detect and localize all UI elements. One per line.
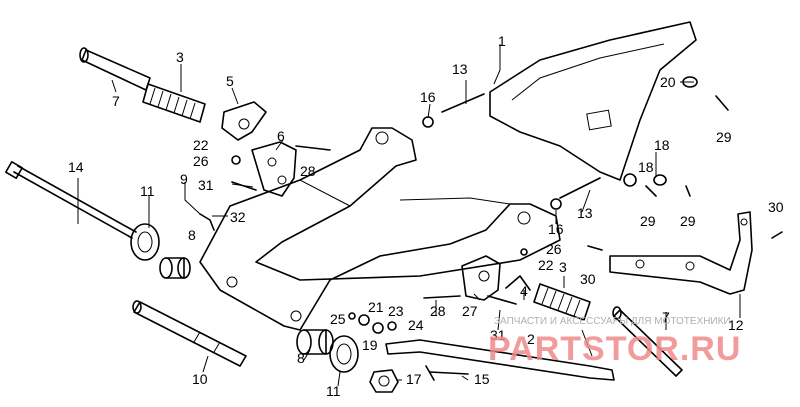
part-31-bolt-lower bbox=[487, 295, 517, 305]
label-22-upper: 22 bbox=[193, 137, 209, 153]
part-5-bracket bbox=[221, 101, 267, 141]
part-13-bolt-upper bbox=[441, 93, 485, 113]
label-7-upper: 7 bbox=[112, 93, 120, 109]
label-4: 4 bbox=[520, 283, 528, 299]
part-30-bolt-b bbox=[771, 231, 783, 239]
label-7-lower: 7 bbox=[662, 309, 670, 325]
part-6-footpeg-bracket bbox=[251, 141, 297, 197]
part-12-bracket bbox=[609, 211, 753, 295]
part-26-nut-lower bbox=[520, 248, 528, 256]
small-hardware-cluster bbox=[348, 312, 397, 334]
label-29-b: 29 bbox=[640, 213, 656, 229]
part-14-axle bbox=[5, 161, 137, 239]
part-9-swingarm bbox=[199, 127, 561, 331]
label-6: 6 bbox=[277, 128, 285, 144]
label-13-lower: 13 bbox=[577, 205, 593, 221]
part-29-bolt-b bbox=[645, 185, 657, 197]
label-30-right: 30 bbox=[768, 199, 784, 215]
watermark: ЗАПЧАСТИ И АКСЕССУАРЫ ДЛЯ МОТОТЕХНИКИ PA… bbox=[488, 316, 741, 368]
part-27-bracket bbox=[461, 255, 501, 301]
part-3-footpeg-lower bbox=[533, 283, 591, 321]
label-14: 14 bbox=[68, 159, 84, 175]
watermark-brand: PARTSTOR.RU bbox=[488, 330, 741, 368]
watermark-tagline: ЗАПЧАСТИ И АКСЕССУАРЫ ДЛЯ МОТОТЕХНИКИ bbox=[494, 316, 731, 327]
part-16-washer-lower bbox=[550, 198, 562, 210]
part-2-rod bbox=[385, 339, 615, 381]
label-18-upper: 18 bbox=[654, 137, 670, 153]
label-26-lower: 26 bbox=[546, 241, 562, 257]
label-24: 24 bbox=[408, 317, 424, 333]
label-28-lower: 28 bbox=[430, 303, 446, 319]
part-29-bolt-a bbox=[715, 95, 729, 111]
label-16-lower: 16 bbox=[548, 221, 564, 237]
label-15: 15 bbox=[474, 371, 490, 387]
label-18-lower: 18 bbox=[638, 159, 654, 175]
part-11-seal-upper bbox=[130, 223, 160, 261]
part-8-bushing-upper bbox=[159, 257, 191, 279]
label-23: 23 bbox=[388, 303, 404, 319]
label-21: 21 bbox=[368, 299, 384, 315]
label-16-upper: 16 bbox=[420, 89, 436, 105]
part-26-nut-upper bbox=[231, 155, 241, 165]
part-7-pivot-rod-upper bbox=[79, 47, 151, 91]
label-2: 2 bbox=[527, 331, 535, 347]
part-28-pin-lower bbox=[423, 295, 461, 299]
part-13-bolt-lower bbox=[559, 177, 601, 199]
part-3-footpeg-upper bbox=[142, 83, 206, 123]
label-11-lower: 11 bbox=[326, 383, 341, 399]
label-10: 10 bbox=[192, 371, 208, 387]
part-8-bushing-lower bbox=[296, 329, 334, 355]
part-29-bolt-c bbox=[685, 185, 691, 197]
label-31-lower: 31 bbox=[490, 327, 506, 343]
part-30-bolt-a bbox=[587, 245, 603, 251]
callout-labels: 1 2 3 3 4 5 6 7 7 8 8 9 10 11 11 12 13 1… bbox=[68, 33, 784, 399]
label-17: 17 bbox=[406, 371, 422, 387]
part-11-seal-lower bbox=[329, 335, 359, 373]
label-31-upper: 31 bbox=[198, 177, 214, 193]
part-28-pin-upper bbox=[295, 145, 331, 151]
label-11-upper: 11 bbox=[140, 183, 155, 199]
part-4-bracket-lower bbox=[505, 275, 531, 291]
label-20: 20 bbox=[660, 74, 676, 90]
label-27: 27 bbox=[462, 303, 478, 319]
label-22-lower: 22 bbox=[538, 257, 554, 273]
label-3-lower: 3 bbox=[559, 259, 567, 275]
part-17-nut bbox=[369, 369, 399, 393]
part-32-fitting bbox=[199, 213, 215, 231]
label-12: 12 bbox=[728, 317, 744, 333]
part-18-washer bbox=[653, 174, 667, 186]
part-10-pivot-shaft bbox=[132, 300, 247, 367]
part-15-bolt bbox=[425, 365, 469, 381]
label-28-upper: 28 bbox=[300, 163, 316, 179]
label-5: 5 bbox=[226, 73, 234, 89]
part-1-chain-guard bbox=[489, 21, 697, 181]
part-18-collar bbox=[623, 173, 637, 187]
part-7-pin-lower bbox=[612, 306, 683, 377]
label-13-upper: 13 bbox=[452, 61, 468, 77]
label-29-a: 29 bbox=[716, 129, 732, 145]
label-26-upper: 26 bbox=[193, 153, 209, 169]
part-16-washer-upper bbox=[422, 116, 434, 128]
label-32: 32 bbox=[230, 209, 246, 225]
leader-lines bbox=[77, 44, 741, 387]
label-8-lower: 8 bbox=[297, 350, 305, 366]
label-8-upper: 8 bbox=[188, 227, 196, 243]
label-29-c: 29 bbox=[680, 213, 696, 229]
label-30-lower: 30 bbox=[580, 271, 596, 287]
label-9: 9 bbox=[180, 171, 188, 187]
label-3-upper: 3 bbox=[176, 49, 184, 65]
label-19: 19 bbox=[362, 337, 378, 353]
label-25: 25 bbox=[330, 311, 346, 327]
label-1: 1 bbox=[498, 33, 506, 49]
